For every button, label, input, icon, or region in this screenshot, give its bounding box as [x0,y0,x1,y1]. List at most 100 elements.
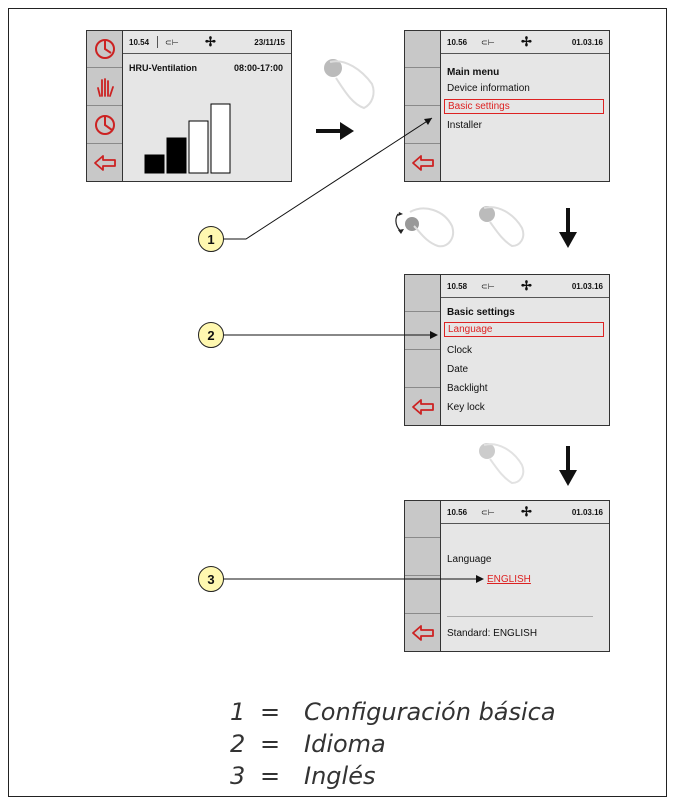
knob-press-icon [479,206,525,248]
date: 01.03.16 [571,38,603,47]
display: 10.56 ⊂⊢ ✢ 01.03.16 Language ENGLISH Sta… [441,501,609,651]
schedule: 08:00-17:00 [233,63,283,73]
sidebar [405,501,441,651]
legend-row-3: 3=Inglés [230,762,375,790]
clock-button[interactable] [87,31,122,68]
setting-label: Language [447,554,492,565]
sidebar-button-3[interactable] [405,106,440,144]
display: 10.54 ⊂⊢ ✢ 23/11/15 HRU-Ventilation 08:0… [123,31,291,181]
time: 10.54 [129,38,150,47]
back-button[interactable] [405,144,440,181]
callout-1: 1 [198,226,224,252]
fan-level-bar [210,103,231,174]
sidebar [87,31,123,181]
legend-equals: = [260,730,281,758]
legend-text: Idioma [304,730,386,758]
time: 10.56 [447,508,468,517]
callout-3: 3 [198,566,224,592]
status-bar: 10.56 ⊂⊢ ✢ 01.03.16 [441,31,609,54]
fan-icon: ✢ [205,34,216,49]
figure-frame [8,8,667,797]
back-arrow-icon [411,398,434,415]
legend-equals: = [260,698,281,726]
display: 10.56 ⊂⊢ ✢ 01.03.16 Main menu Device inf… [441,31,609,181]
sidebar-button-3[interactable] [405,576,440,614]
menu-item-clock[interactable]: Clock [447,345,473,356]
fan-icon: ✢ [521,34,532,49]
sidebar-button-2[interactable] [405,68,440,106]
menu-item-basic-settings[interactable]: Basic settings [444,99,604,114]
knob-turn-icon [395,207,454,248]
callout-2: 2 [198,322,224,348]
fan-level-bar [166,137,187,174]
legend-row-1: 1 = Configuración básica [230,698,556,726]
display: 10.58 ⊂⊢ ✢ 01.03.16 Basic settings Langu… [441,275,609,425]
date: 01.03.16 [571,508,603,517]
status-bar: 10.58 ⊂⊢ ✢ 01.03.16 [441,275,609,298]
arrow-down-icon [559,208,577,248]
sidebar-button-1[interactable] [405,275,440,312]
back-button[interactable] [405,614,440,651]
legend-text: Inglés [304,762,376,790]
sidebar-button-3[interactable] [405,350,440,388]
date: 01.03.16 [571,282,603,291]
back-arrow-icon [93,154,116,171]
back-arrow-icon [411,624,434,641]
device-screen-home: 10.54 ⊂⊢ ✢ 23/11/15 HRU-Ventilation 08:0… [86,30,292,182]
plug-icon: ⊂⊢ [481,282,495,291]
menu-item-backlight[interactable]: Backlight [447,383,488,394]
sidebar [405,31,441,181]
language-value[interactable]: ENGLISH [487,574,531,585]
back-button[interactable] [405,388,440,425]
callout-line-1 [222,117,433,240]
plug-icon: ⊂⊢ [481,508,495,517]
arrow-right-icon [316,122,354,140]
knob-press-icon [324,59,375,110]
fan-icon: ✢ [521,504,532,519]
fan-level-bar [188,120,209,174]
manual-button[interactable] [87,68,122,106]
callout-line-3 [222,575,484,583]
menu-item-key-lock[interactable]: Key lock [447,402,485,413]
menu-item-date[interactable]: Date [447,364,469,375]
timer-button[interactable] [87,106,122,144]
legend-equals: = [260,762,281,790]
callout-line-2 [222,331,438,339]
menu-item-installer[interactable]: Installer [447,120,483,131]
time: 10.58 [447,282,468,291]
legend-text: Configuración básica [304,698,556,726]
device-screen-main-menu: 10.56 ⊂⊢ ✢ 01.03.16 Main menu Device inf… [404,30,610,182]
date: 23/11/15 [254,38,285,47]
hand-icon [96,77,114,97]
sidebar-button-2[interactable] [405,538,440,576]
legend-row-2: 2 = Idioma [230,730,386,758]
time: 10.56 [447,38,468,47]
plug-icon: ⊂⊢ [165,38,179,47]
device-screen-language: 10.56 ⊂⊢ ✢ 01.03.16 Language ENGLISH Sta… [404,500,610,652]
back-button[interactable] [87,144,122,181]
sidebar-button-1[interactable] [405,501,440,538]
knob-press-icon [479,443,525,485]
legend-number: 2 [230,730,246,758]
sidebar-button-1[interactable] [405,31,440,68]
back-arrow-icon [411,154,434,171]
legend-number: 1 [230,698,246,726]
divider [447,616,593,617]
menu-item-language[interactable]: Language [444,322,604,337]
device-screen-basic-settings: 10.58 ⊂⊢ ✢ 01.03.16 Basic settings Langu… [404,274,610,426]
standard-value: Standard: ENGLISH [447,628,538,639]
screen-title: HRU-Ventilation [129,63,198,73]
fan-icon: ✢ [521,278,532,293]
plug-icon: ⊂⊢ [481,38,495,47]
status-bar: 10.56 ⊂⊢ ✢ 01.03.16 [441,501,609,524]
sidebar-button-2[interactable] [405,312,440,350]
sidebar [405,275,441,425]
menu-item-device-information[interactable]: Device information [447,83,530,94]
arrow-down-icon [559,446,577,486]
menu-title: Basic settings [447,307,515,318]
status-divider [157,36,158,48]
clock-icon [94,39,115,59]
fan-level-bars [144,103,231,174]
menu-title: Main menu [447,67,500,78]
